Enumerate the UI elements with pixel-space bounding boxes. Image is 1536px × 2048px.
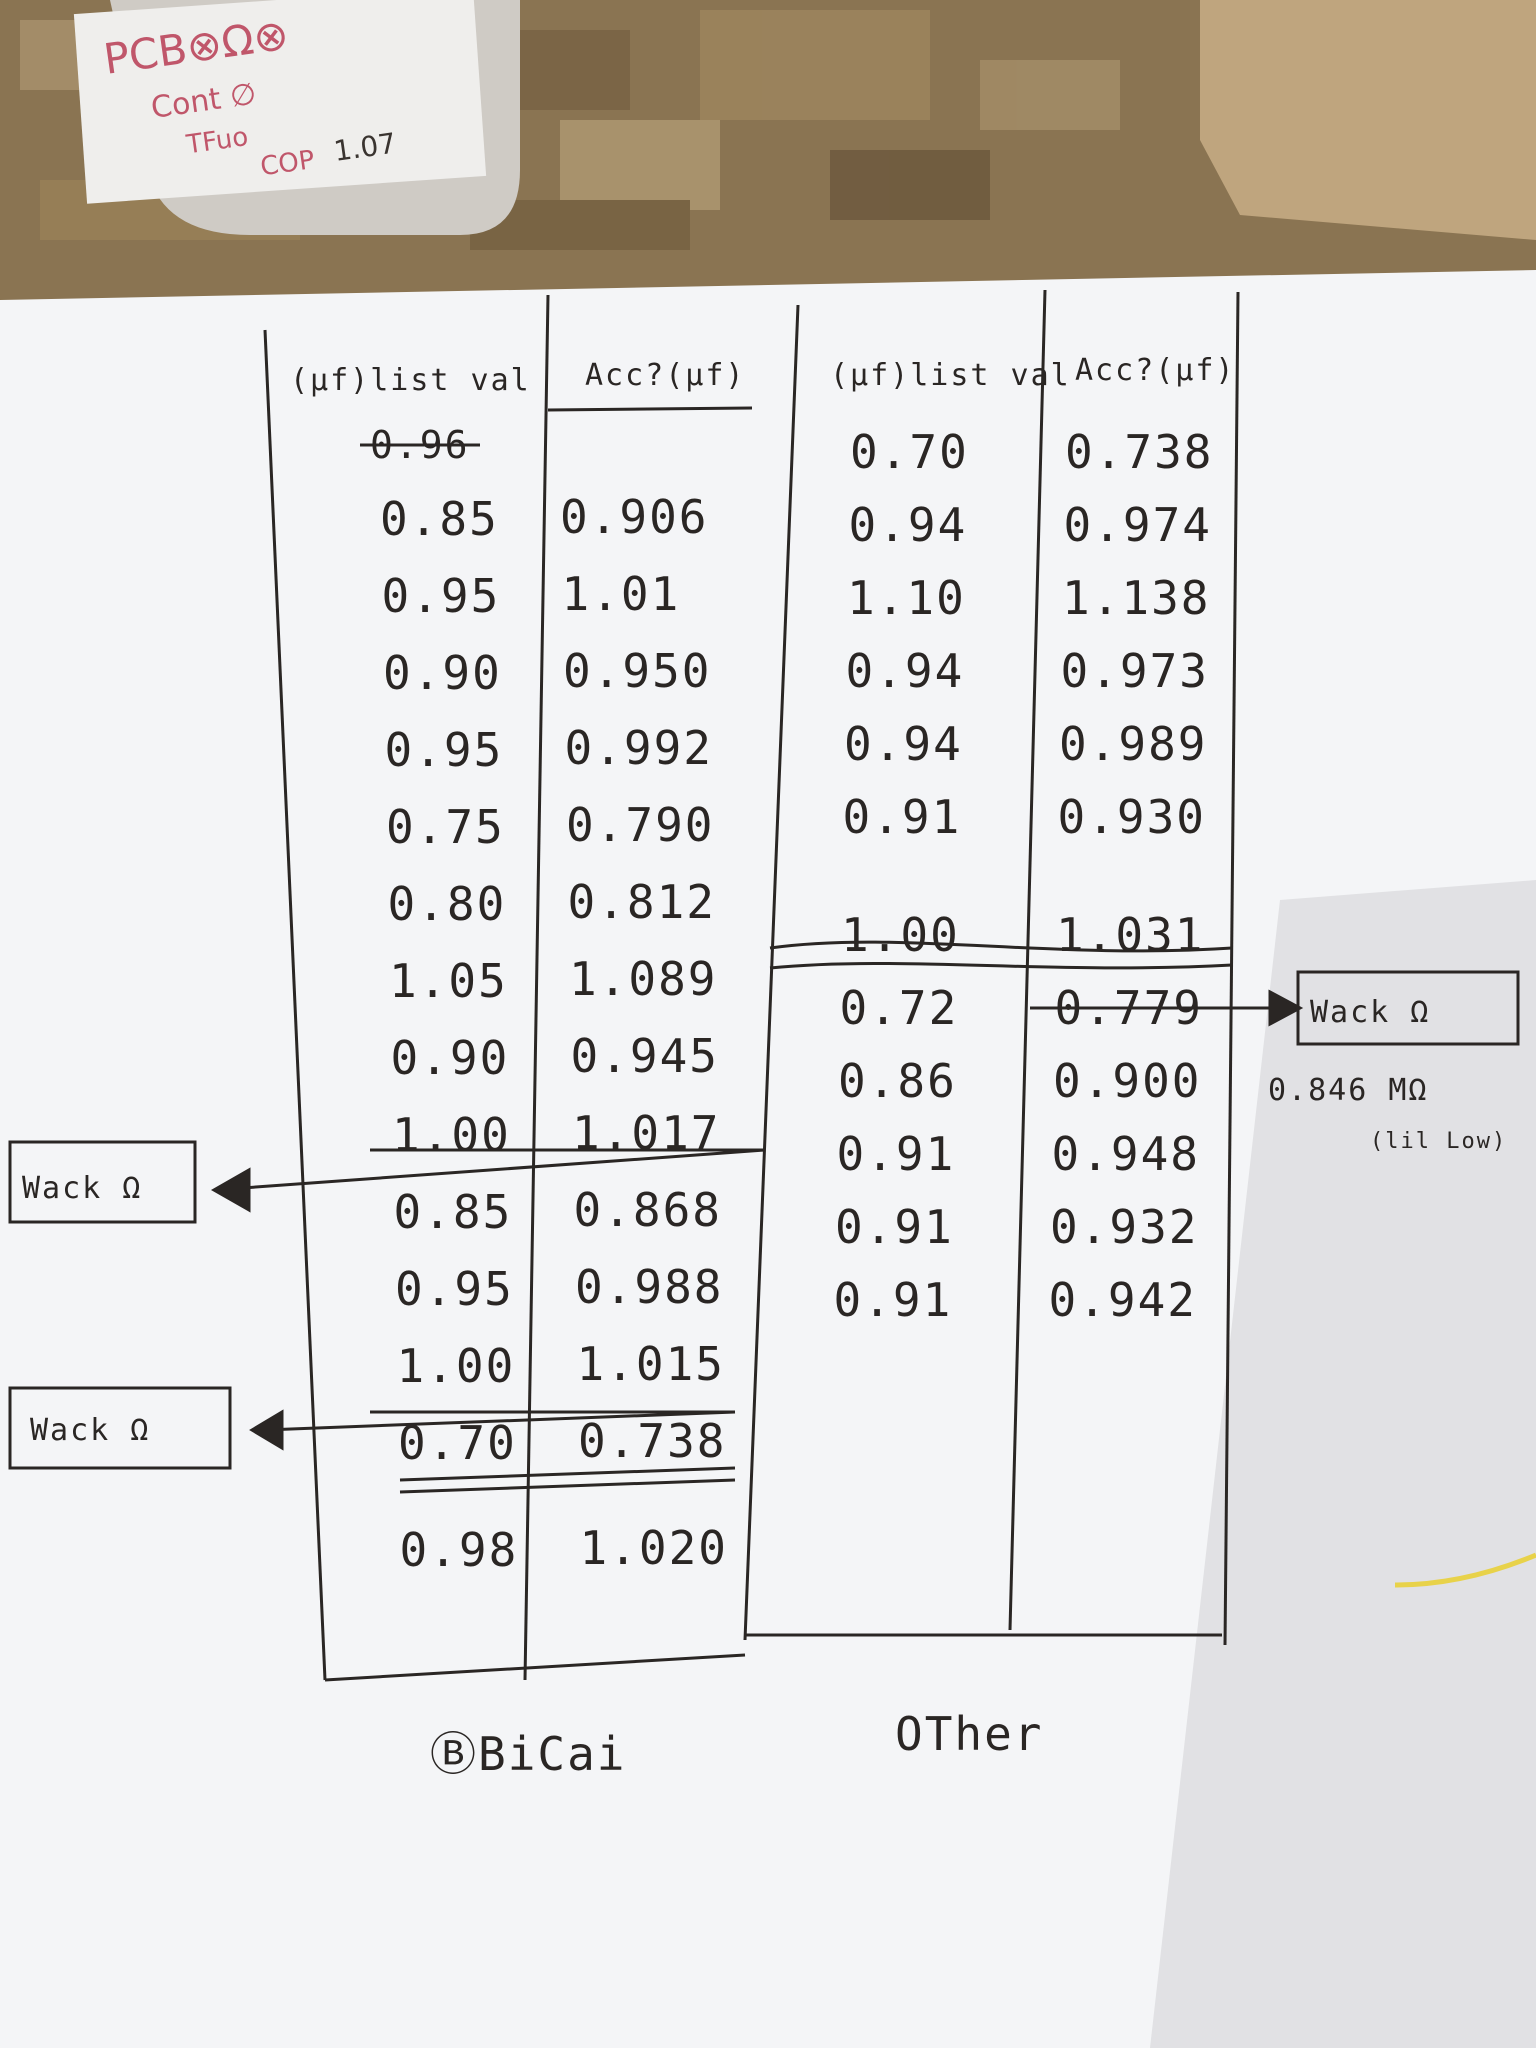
bicai-actual-value: 1.020 (580, 1521, 728, 1575)
bicai-header-actual: Acc?(μf) (585, 358, 746, 393)
other-listed-value: 0.91 (843, 790, 962, 844)
other-listed-value: 0.94 (846, 644, 965, 698)
bicai-listed-value: 0.80 (388, 877, 507, 931)
wack-label-left-1: Wack Ω (22, 1171, 142, 1206)
bicai-actual-value: 1.015 (577, 1337, 725, 1391)
bicai-footer: ⒷBiCai (430, 1727, 626, 1781)
wack-box-left-2: Wack Ω (8, 1386, 232, 1470)
strike-lines (370, 1006, 1200, 1494)
bicai-listed-value: 1.00 (392, 1108, 511, 1162)
other-actual-value: 1.031 (1056, 908, 1204, 962)
bicai-listed-value: 1.05 (389, 954, 508, 1008)
other-actual-value: 1.138 (1062, 571, 1210, 625)
wack-label-right: Wack Ω (1310, 995, 1430, 1030)
other-actual-value: 0.738 (1065, 425, 1213, 479)
bicai-actual-value: 0.992 (565, 721, 713, 775)
bicai-listed-value: 0.95 (382, 569, 501, 623)
wack-box-left-1: Wack Ω (8, 1140, 197, 1224)
bicai-listed-value: 0.70 (398, 1416, 517, 1470)
bicai-header-listed: (μf)list val (290, 363, 531, 398)
bicai-listed-value: 0.90 (383, 646, 502, 700)
bicai-listed-value: 0.95 (385, 723, 504, 777)
other-actual-value: 0.942 (1049, 1273, 1197, 1327)
bicai-actual-value: 0.790 (566, 798, 714, 852)
bicai-actual-value: 0.950 (563, 644, 711, 698)
other-header-listed: (μf)list val (830, 358, 1071, 393)
bicai-listed-value: 0.90 (391, 1031, 510, 1085)
other-listed-value: 0.91 (834, 1273, 953, 1327)
bicai-actual-value: 0.868 (574, 1183, 722, 1237)
other-listed-value: 0.91 (835, 1200, 954, 1254)
bicai-listed-value: 0.85 (380, 492, 499, 546)
other-listed-value: 0.86 (838, 1054, 957, 1108)
other-actual-value: 0.974 (1064, 498, 1212, 552)
other-rows: 0.70 0.738 0.94 0.974 1.10 1.138 0.94 0.973 0.94… (834, 425, 1213, 1327)
paper-sheet (0, 270, 1536, 2048)
note-value: 0.846 MΩ (1268, 1073, 1429, 1108)
other-footer: OTher (895, 1707, 1043, 1761)
other-actual-value: 0.989 (1059, 717, 1207, 771)
bicai-actual-value: 1.089 (569, 952, 717, 1006)
bicai-actual-value: 1.01 (562, 567, 681, 621)
bicai-actual-value: 1.017 (572, 1106, 720, 1160)
bicai-actual-value: 0.945 (571, 1029, 719, 1083)
wack-box-right: Wack Ω (1296, 970, 1520, 1046)
bicai-actual-value: 0.906 (560, 490, 708, 544)
bicai-listed-value: 0.95 (395, 1262, 514, 1316)
other-listed-value: 0.94 (844, 717, 963, 771)
other-listed-value: 1.10 (847, 571, 966, 625)
other-actual-value: 0.948 (1052, 1127, 1200, 1181)
yellow-wire (1394, 1552, 1536, 1588)
other-actual-value: 0.900 (1053, 1054, 1201, 1108)
bicai-actual-value: 0.812 (568, 875, 716, 929)
capacitor-can (73, 0, 520, 235)
other-actual-value: 0.932 (1050, 1200, 1198, 1254)
bicai-listed-value: 0.98 (400, 1523, 519, 1577)
other-actual-value: 0.973 (1061, 644, 1209, 698)
other-listed-value: 0.91 (837, 1127, 956, 1181)
other-listed-value: 0.70 (850, 425, 969, 479)
other-header-actual: Acc?(μf) (1075, 353, 1236, 388)
other-listed-value: 0.72 (840, 981, 959, 1035)
can-label-cop-prefix: COP (259, 145, 317, 182)
bicai-actual-value: 0.988 (575, 1260, 723, 1314)
table-lines (263, 289, 1240, 1682)
other-listed-value: 1.00 (841, 908, 960, 962)
cardboard (1200, 0, 1536, 240)
note-sub: (lil Low) (1370, 1129, 1507, 1154)
wack-label-left-2: Wack Ω (30, 1413, 150, 1448)
other-listed-value: 0.94 (849, 498, 968, 552)
other-actual-value: 0.930 (1058, 790, 1206, 844)
paper-shadow (1150, 880, 1536, 2048)
bicai-listed-value: 0.75 (386, 800, 505, 854)
bicai-actual-value: 0.738 (578, 1414, 726, 1468)
bicai-listed-value: 0.85 (394, 1185, 513, 1239)
bicai-listed-value: 1.00 (397, 1339, 516, 1393)
